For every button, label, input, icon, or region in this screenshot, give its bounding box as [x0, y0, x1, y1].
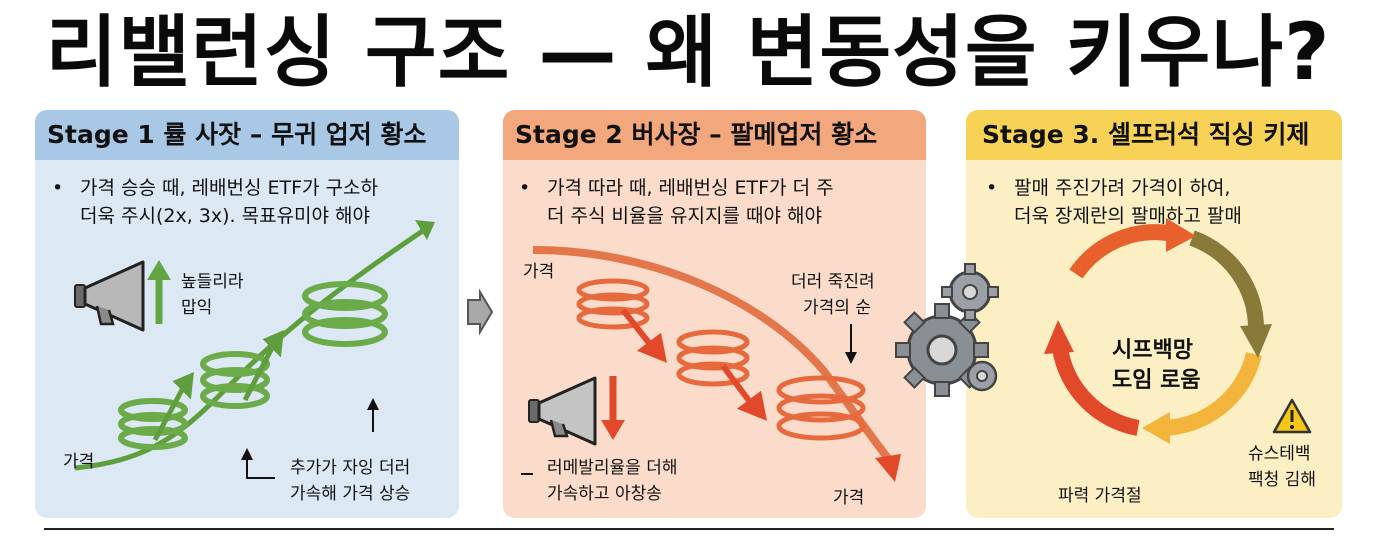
- stage3-bullet-line2: 더욱 장제란의 팔매하고 팔매: [1014, 205, 1242, 227]
- stage1-panel: Stage 1 률 사잣 – 무귀 업저 황소 • 가격 승승 때, 레배번싱 …: [35, 110, 459, 518]
- stage3-bottom-label: 파력 가격절: [1058, 486, 1142, 506]
- stage2-mega-label-line2: 가속하고 아창송: [547, 484, 662, 504]
- stage2-bullet: • 가격 따라 때, 레배번싱 ETF가 더 주 더 주식 비율을 유지지를 때…: [519, 174, 834, 230]
- bottom-divider: [44, 528, 1334, 530]
- megaphone-icon: [74, 260, 145, 332]
- stage3-cycle-center-1: 시프백망: [1112, 338, 1193, 363]
- stage3-bullet: • 팔매 주진가려 가격이 하여, 더욱 장제란의 팔매하고 팔매: [986, 174, 1242, 230]
- stage3-illustration: [1044, 218, 1312, 444]
- stage1-illustration: [74, 220, 435, 479]
- cycle-arrows-icon: [1052, 224, 1265, 436]
- stage2-panel: Stage 2 버사장 – 팔메업저 황소 • 가격 따라 때, 레배번싱 ET…: [503, 110, 926, 518]
- stage1-bullet: • 가격 승승 때, 레배번싱 ETF가 구소하 더욱 주시(2x, 3x). …: [52, 174, 379, 230]
- stage2-bullet-line2: 더 주식 비율을 유지지를 때야 해야: [547, 205, 822, 227]
- spring-coil-icon: [118, 281, 388, 450]
- stage2-price-label-top: 가격: [523, 262, 555, 282]
- stage3-panel: Stage 3. 셀프러석 직싱 키제 • 팔매 주진가려 가격이 하여, 더욱…: [966, 110, 1342, 518]
- stage1-mega-label-1: 높들리라: [181, 272, 244, 292]
- page-title: 리밸런싱 구조 — 왜 변동성을 키우나?: [45, 8, 1331, 98]
- stage2-price-label-bottom: 가격: [833, 488, 865, 508]
- stage1-note-line2: 가속해 가격 상승: [290, 484, 411, 504]
- stage3-warning-label-2: 팩청 김해: [1248, 470, 1316, 490]
- stage1-price-label: 가격: [63, 452, 95, 472]
- warning-icon: [1272, 398, 1312, 434]
- stage2-note-line1: 더러 죽진려: [791, 272, 875, 292]
- stage3-bullet-line1: 팔매 주진가려 가격이 하여,: [1014, 177, 1231, 199]
- stage3-warning-label-1: 슈스테백: [1248, 444, 1311, 464]
- stage1-note-line1: 추가가 자잉 더러: [290, 458, 411, 478]
- stage2-bullet-line1: 가격 따라 때, 레배번싱 ETF가 더 주: [547, 177, 834, 199]
- down-arrow-icon: [601, 376, 625, 440]
- megaphone-icon: [528, 376, 597, 446]
- stage2-note-line2: 가격의 순: [803, 298, 871, 318]
- stage2-header: Stage 2 버사장 – 팔메업저 황소: [503, 110, 926, 160]
- stage2-mega-label-line1: 러메발리율을 더해: [547, 458, 678, 478]
- stage2-illustration: [521, 246, 901, 482]
- stage1-mega-label-2: 맙익: [181, 298, 213, 318]
- spring-coil-icon: [576, 278, 866, 441]
- stage1-bullet-line2: 더욱 주시(2x, 3x). 목표유미야 해야: [80, 205, 371, 227]
- stage1-bullet-line1: 가격 승승 때, 레배번싱 ETF가 구소하: [80, 177, 379, 199]
- stage3-cycle-center-2: 도임 로움: [1112, 368, 1201, 393]
- up-arrow-icon: [147, 260, 171, 324]
- stage3-header: Stage 3. 셀프러석 직싱 키제: [966, 110, 1342, 160]
- stage1-header: Stage 1 률 사잣 – 무귀 업저 황소: [35, 110, 459, 160]
